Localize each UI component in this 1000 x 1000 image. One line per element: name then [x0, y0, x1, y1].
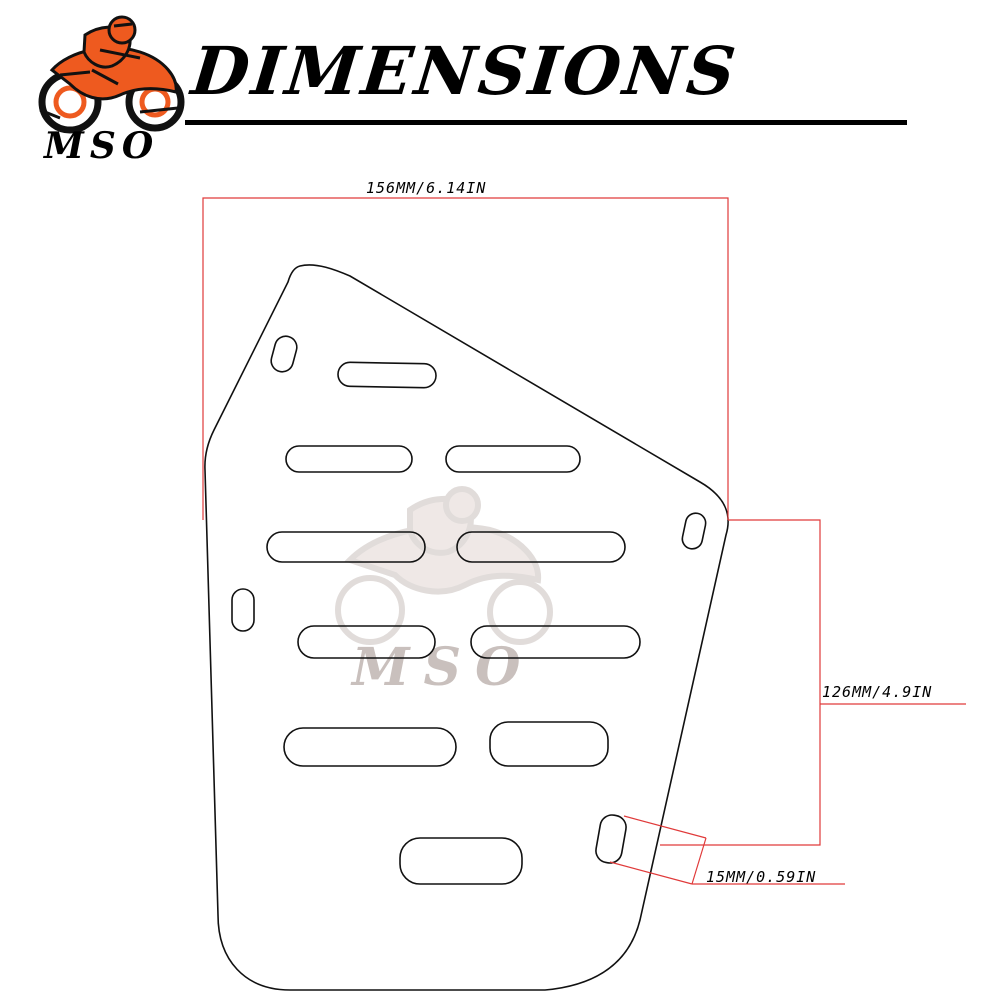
logo-text: MSO	[44, 125, 160, 167]
height-dimension-label: 126MM/4.9IN	[822, 683, 933, 701]
slot-group	[231, 335, 707, 885]
hole-dimension-label: 15MM/0.59IN	[706, 868, 817, 886]
slot	[489, 721, 609, 767]
width-dimension-label: 156MM/6.14IN	[366, 179, 487, 197]
slot	[456, 531, 626, 563]
watermark-icon	[335, 486, 553, 645]
slot	[445, 445, 581, 473]
slot	[470, 625, 641, 659]
slot	[283, 727, 457, 767]
plate-outline	[204, 264, 729, 991]
slot	[285, 445, 413, 473]
mount-hole	[681, 512, 707, 550]
slot	[297, 625, 436, 659]
slot	[399, 837, 523, 885]
mount-hole	[270, 335, 298, 373]
slot	[266, 531, 426, 563]
title-underline	[185, 120, 907, 125]
width-dimension	[202, 197, 729, 520]
height-dimension	[660, 519, 966, 846]
hole-dimension	[609, 815, 845, 885]
mount-hole	[595, 814, 627, 864]
slot	[337, 361, 437, 389]
mount-hole	[231, 588, 255, 632]
motorcycle-rider-icon	[38, 15, 185, 134]
watermark-text: MSO	[352, 637, 535, 698]
